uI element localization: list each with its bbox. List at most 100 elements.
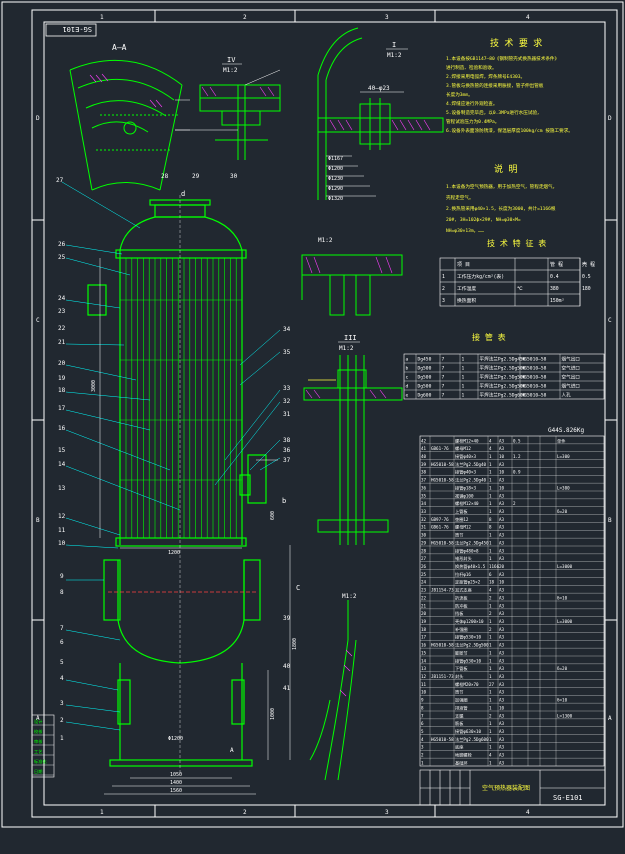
tech-char-cell: 换热面积: [457, 297, 476, 304]
bom-cell: 4: [489, 753, 492, 758]
bom-cell: GB97-76: [431, 517, 449, 522]
bom-cell: 接管φ480×8: [455, 547, 479, 554]
tech-req-line: 6.设备外表面涂防锈漆，保温层厚度100kg/cm 按施工要求。: [446, 127, 573, 134]
bom-cell: 14: [421, 658, 427, 663]
zone-top-4: 4: [526, 14, 530, 21]
bom-cell: 4: [421, 737, 424, 742]
bom-cell: A3: [499, 548, 505, 553]
bom-cell: L=300: [557, 485, 570, 490]
callout-32: 32: [283, 398, 291, 405]
callout-35: 35: [283, 349, 291, 356]
right-callouts: 34 35 33 32 31 38 36 37 39 40 41: [283, 326, 291, 692]
tech-char-cell: 2: [442, 286, 445, 292]
bom-cell: A3: [499, 737, 505, 742]
bottom-id-dim: Φ1200: [168, 736, 183, 742]
bom-cell: A3: [499, 462, 505, 467]
bom-cell: 34: [421, 501, 427, 506]
bom-cell: A3: [499, 493, 505, 498]
bom-cell: A3: [499, 643, 505, 648]
tech-char-cell: 3: [442, 298, 445, 304]
nozzle-cell: 1: [462, 384, 465, 390]
bom-cell: δ=10: [557, 698, 568, 703]
bom-cell: 筒节: [455, 689, 463, 696]
bom-cell: A3: [499, 635, 505, 640]
bom-cell: 18: [421, 627, 427, 632]
tech-char-cell: ℃: [517, 286, 523, 292]
bom-cell: 法兰Pg2.5Dg40: [455, 477, 487, 484]
bom-cell: 36: [421, 485, 427, 490]
callout-39: 39: [283, 615, 291, 622]
bom-cell: 2: [489, 611, 492, 616]
bom-cell: 8: [421, 705, 424, 710]
bom-cell: 0.5: [513, 438, 521, 443]
zone-labels: 1 2 3 4 1 2 3 4 D C B A D C B A: [36, 14, 612, 816]
bom-cell: 1: [489, 760, 492, 765]
callout-10: 10: [58, 540, 66, 547]
zone-left-c: C: [36, 317, 40, 324]
zone-top-2: 2: [243, 14, 247, 21]
tech-char-header: 项 目: [457, 262, 470, 268]
nozzle-cell: HG5010—58: [522, 366, 547, 372]
tech-req-line: 长度为3mm。: [446, 91, 473, 98]
callout-25: 25: [58, 254, 66, 261]
bom-cell: 1: [489, 462, 492, 467]
tech-char-cell: 150m²: [550, 298, 565, 304]
bom-cell: 地脚螺栓: [455, 752, 473, 759]
callout-41: 41: [283, 685, 291, 692]
bom-cell: 2: [489, 713, 492, 718]
nozzle-cell: a: [406, 358, 409, 363]
nozzle-cell: 平焊法兰Pg2.5Dg600: [480, 392, 526, 399]
bom-cell: 8: [489, 525, 492, 530]
bom-cell: 1: [421, 760, 424, 765]
bom-cell: A3: [499, 540, 505, 545]
callout-27: 27: [56, 177, 64, 184]
bom-cell: δ=20: [557, 666, 568, 671]
callout-19: 19: [58, 375, 66, 382]
drawing-title: 空气预热器装配图: [482, 784, 530, 792]
bom-cell: 1: [489, 509, 492, 514]
bom-cell: 10: [499, 705, 505, 710]
bom-cell: 2: [421, 753, 424, 758]
bom-cell: A3: [499, 603, 505, 608]
bom-cell: A3: [499, 588, 505, 593]
bom-cell: 2: [513, 501, 516, 506]
section-aa-label: A—A: [112, 43, 127, 52]
nozzle-cell: Dg600: [418, 393, 432, 399]
nozzle-cell: 空气进口: [562, 365, 581, 372]
notes-block: 说 明 1.本设备为空气预热器，用于加热空气，管程走烟气， 壳程走空气。2.换热…: [446, 163, 557, 234]
stamp-label: 日期: [34, 769, 42, 775]
callout-30: 30: [230, 173, 238, 180]
callout-7: 7: [60, 625, 64, 632]
notes-line: 1.本设备为空气预热器，用于加热空气，管程走烟气，: [446, 183, 557, 190]
zone-bottom-4: 4: [526, 809, 530, 816]
bom-cell: 1: [489, 745, 492, 750]
base-width-3: 1560: [170, 788, 182, 794]
bom-cell: 11: [421, 682, 427, 687]
bom-cell: 上管板: [455, 508, 468, 515]
tech-req-title: 技 术 要 求: [490, 37, 542, 49]
tech-requirements: 技 术 要 求 1.本设备按GB1147—80《钢制管壳式换热器技术条件》 进行…: [446, 37, 573, 134]
bom-cell: 19: [421, 619, 427, 624]
bom-cell: 1: [489, 635, 492, 640]
bom-cell: 1: [489, 674, 492, 679]
bom-cell: A3: [499, 556, 505, 561]
detail-ii-scale: M1:2: [318, 237, 333, 244]
bom-cell: A3: [499, 721, 505, 726]
bom-cell: 防冲板: [455, 602, 468, 609]
notes-line: 壳程走空气。: [446, 194, 474, 201]
bom-cell: 1: [489, 650, 492, 655]
nozzle-b-letter: b: [282, 497, 286, 505]
bom-cell: A3: [499, 627, 505, 632]
bom-cell: 1: [489, 548, 492, 553]
bom-cell: 10: [499, 580, 505, 585]
tech-req-line: 3.管板与换热管的连接采用胀接，管子伸出管板: [446, 82, 544, 89]
stamp-label: 标准化: [34, 758, 47, 765]
bom-cell: 接管φ40×3: [455, 453, 476, 460]
zone-left-a: A: [36, 715, 40, 722]
bom-cell: 螺栓M12×40: [455, 500, 479, 507]
base-width-1: 1050: [170, 772, 182, 778]
bom-cell: 1: [489, 643, 492, 648]
